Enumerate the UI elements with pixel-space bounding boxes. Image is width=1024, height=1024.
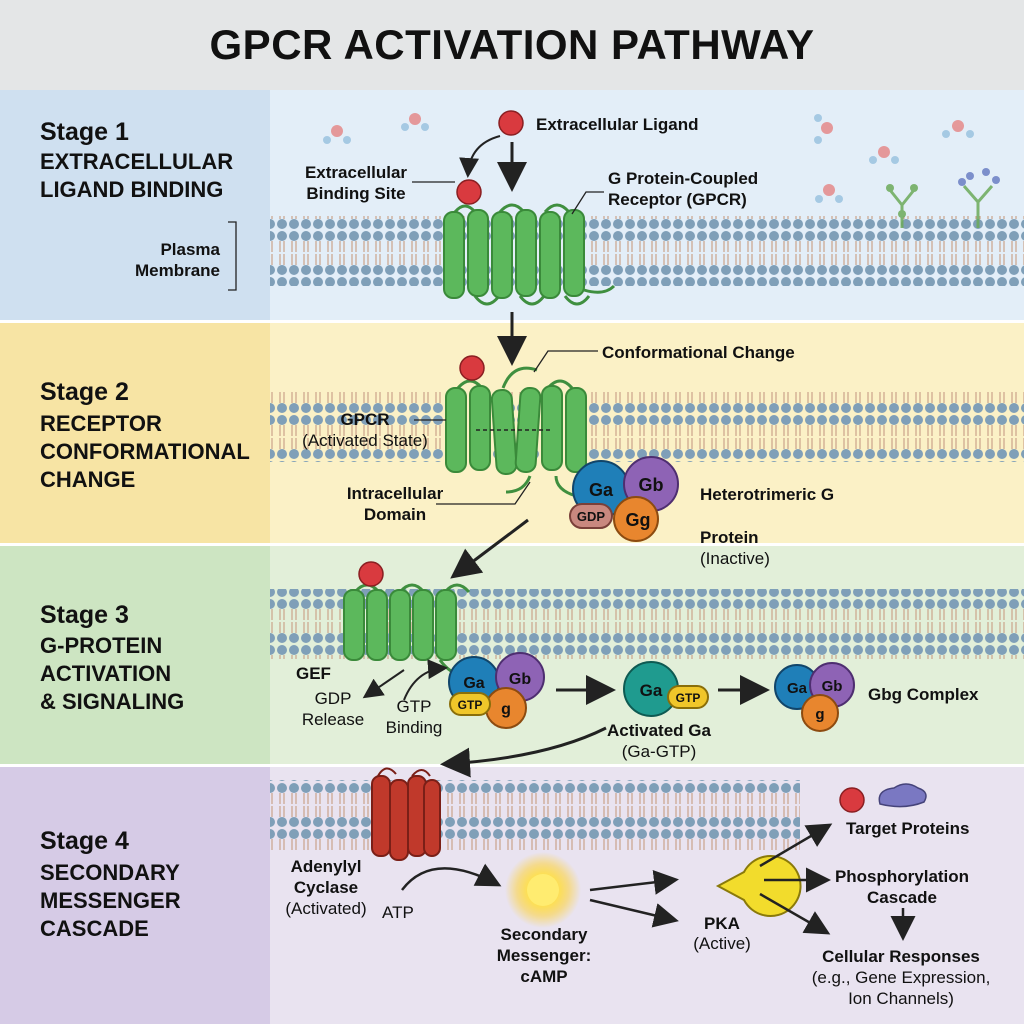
label-gef: GEF — [296, 664, 331, 683]
gpcr-stage-3 — [343, 583, 471, 678]
membrane-bracket — [228, 221, 237, 291]
label-cellular-responses: Cellular Responses — [822, 947, 980, 966]
decorative-molecules — [323, 113, 1000, 228]
plasma-membrane-stage-4 — [270, 780, 800, 850]
label-gpcr-receptor: G Protein-Coupled Receptor (GPCR) — [608, 169, 759, 209]
label-pka-state: (Active) — [693, 934, 751, 953]
stage-4-sidebar — [0, 767, 270, 1024]
label-target-proteins: Target Proteins — [846, 819, 970, 838]
stage-4-name: SECONDARY MESSENGER CASCADE — [40, 860, 181, 941]
gb-label-gbg: Gb — [822, 678, 843, 695]
g-label-gbg: g — [815, 706, 824, 723]
label-gpcr: GPCR — [340, 410, 390, 429]
label-gdp-release: GDP Release — [301, 689, 365, 729]
adenylyl-cyclase — [371, 767, 441, 861]
g-protein-exchanging — [448, 652, 545, 729]
plasma-membrane-stage-1 — [270, 216, 1024, 286]
label-plasma-membrane: Plasma Membrane — [134, 240, 220, 280]
stage-4-number: Stage 4 — [40, 827, 129, 855]
label-inactive: (Inactive) — [700, 549, 770, 568]
stage-3-number: Stage 3 — [40, 601, 129, 629]
gb-label-stage-3: Gb — [509, 671, 531, 688]
label-adenylyl-cyclase: Adenylyl Cyclase — [290, 857, 362, 897]
label-secondary-messenger: Secondary Messenger: cAMP — [496, 925, 592, 986]
label-activated-ga-sub: (Ga-GTP) — [621, 742, 697, 761]
label-adenylyl-state: (Activated) — [285, 899, 367, 918]
gtp-label-activated: GTP — [676, 691, 701, 705]
pka-shape — [715, 855, 802, 917]
g-protein-inactive — [569, 456, 679, 542]
target-protein-blob — [878, 783, 927, 808]
gpcr-stage-2 — [445, 366, 587, 498]
activated-g-alpha — [623, 661, 709, 717]
stage-2-name: RECEPTOR CONFORMATIONAL CHANGE — [40, 411, 250, 492]
bound-ligand-stage-1 — [456, 179, 482, 205]
page-title: GPCR ACTIVATION PATHWAY — [209, 21, 815, 68]
label-protein-inactive: Protein (Inactive) — [700, 506, 770, 569]
label-phosphorylation-cascade: Phosphorylation Cascade — [834, 867, 970, 907]
title-bar: GPCR ACTIVATION PATHWAY — [0, 0, 1024, 90]
label-binding-site: Extracellular Binding Site — [304, 163, 408, 203]
bound-ligand-stage-3 — [358, 561, 384, 587]
g-beta-gamma-complex — [774, 662, 855, 732]
ga-label-stage-3: Ga — [463, 675, 484, 692]
label-cellular-examples: (e.g., Gene Expression, Ion Channels) — [811, 968, 991, 1008]
plasma-membrane-stage-2 — [270, 392, 1024, 462]
label-conformational-change: Conformational Change — [602, 343, 795, 362]
label-gpcr-state: (Activated State) — [302, 431, 428, 450]
gb-label-stage-2: Gb — [639, 475, 664, 495]
gg-label-stage-2: Gg — [626, 510, 651, 530]
stage-1-sidebar — [0, 90, 270, 320]
label-pka: PKA — [704, 914, 740, 933]
ga-label-stage-2: Ga — [589, 480, 614, 500]
stage-1-name: EXTRACELLULAR LIGAND BINDING — [40, 149, 234, 202]
free-ligand — [498, 110, 524, 136]
ga-label-gbg: Ga — [787, 680, 808, 697]
bound-ligand-stage-2 — [459, 355, 485, 381]
gtp-label-stage-3: GTP — [458, 698, 483, 712]
label-activated-ga: Activated Ga — [607, 721, 711, 740]
label-atp: ATP — [382, 903, 414, 922]
label-heterotrimeric: Heterotrimeric G — [700, 485, 835, 504]
stage-2-sidebar — [0, 323, 270, 543]
gpcr-stage-1 — [443, 203, 616, 306]
stage-1-number: Stage 1 — [40, 118, 129, 146]
label-gbg-complex: Gbg Complex — [868, 685, 979, 704]
stage-3-name: G-PROTEIN ACTIVATION & SIGNALING — [40, 633, 185, 714]
label-extracellular-ligand: Extracellular Ligand — [536, 115, 699, 134]
g-label-stage-3: g — [501, 701, 511, 718]
stage-3-sidebar — [0, 546, 270, 764]
stage-2-number: Stage 2 — [40, 378, 129, 406]
ga-label-activated: Ga — [640, 681, 663, 700]
target-protein-red — [839, 787, 865, 813]
label-gtp-binding: GTP Binding — [385, 697, 443, 737]
gdp-label: GDP — [577, 509, 606, 524]
label-intracellular-domain: Intracellular Domain — [346, 484, 444, 524]
label-protein: Protein — [700, 528, 759, 547]
